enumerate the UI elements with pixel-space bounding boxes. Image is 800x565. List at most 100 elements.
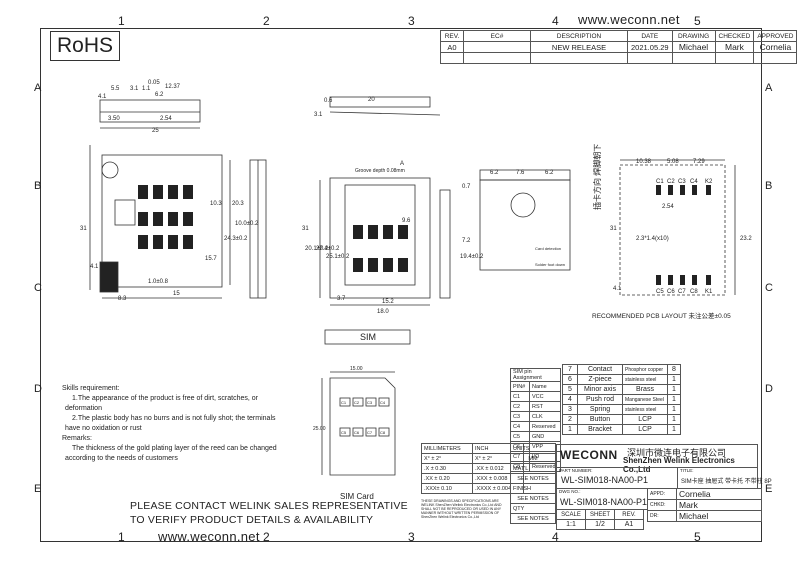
- sim-card-pad: [378, 427, 390, 437]
- pcb-pin-label: C1: [656, 179, 664, 185]
- dim-text: 20.3: [232, 201, 244, 207]
- dim-text: 15: [173, 291, 180, 297]
- sim-card-dim: 25.00: [313, 426, 326, 432]
- revision-table: REV. EC# DESCRIPTION DATE DRAWING CHECKE…: [440, 30, 798, 64]
- pcb-pin-label: C4: [690, 179, 698, 185]
- dim-text: 4.1: [90, 264, 99, 270]
- qty-label: QTY: [510, 503, 556, 514]
- website-bottom[interactable]: www.weconn.net: [158, 529, 260, 544]
- col-num-bottom-1: 1: [118, 530, 125, 544]
- notes-line: The thickness of the gold plating layer …: [72, 445, 277, 452]
- pcb-pad-top: [706, 185, 711, 195]
- note-solder-foot: Solder foot down: [535, 262, 565, 267]
- tol-head-mm: MILLIMETERS: [421, 443, 473, 454]
- tolerance-table: MILLIMETERS INCH X° ± 2°X° ± 2° .X ± 0.3…: [421, 443, 524, 494]
- pcb-pin-label: C5: [656, 289, 664, 295]
- dim-text: 3.1: [314, 112, 323, 118]
- contact-pad: [153, 185, 163, 199]
- sim-pad-label: C2: [354, 400, 360, 405]
- front-view-circle: [101, 161, 119, 179]
- dim-text: 4.1: [98, 94, 107, 100]
- contact-pad: [138, 212, 148, 226]
- col-num-top-3: 3: [408, 14, 415, 28]
- row-letter-right-a: A: [765, 82, 773, 94]
- pcb-caption: RECOMMENDED PCB LAYOUT 未注公差±0.05: [592, 311, 731, 320]
- col-num-bottom-5: 5: [694, 530, 701, 544]
- sim-card-pad: [378, 397, 390, 407]
- company-brand: WECONN: [560, 448, 618, 462]
- matl-value: SEE NOTES: [510, 473, 556, 484]
- sheet-label: SHEET: [585, 509, 615, 520]
- dwg-value: WL-SIM018-NA00-P1: [560, 497, 648, 507]
- pcb-dim-text: 31: [610, 226, 617, 232]
- table-row: .XXX± 0.10.XXXX ± 0.004: [421, 483, 524, 494]
- dim-text: 18.0: [377, 309, 389, 315]
- contact-pad: [168, 185, 178, 199]
- pcb-pin-label: C2: [667, 179, 675, 185]
- disclaimer-text: THESE DRAWINGS AND SPECIFICATIONS ARE WE…: [421, 499, 502, 519]
- notes-line: 2.The plastic body has no burrs and is n…: [72, 415, 276, 422]
- top-view-body: [99, 99, 201, 123]
- dim-text: 8.3: [118, 296, 127, 302]
- row-letter-left-e: E: [34, 483, 42, 495]
- notes-line: 1.The appearance of the product is free …: [72, 395, 258, 402]
- front-view-bracket: [99, 261, 119, 293]
- dim-text: 7.6: [516, 170, 525, 176]
- dim-text: Groove depth 0.08mm: [355, 168, 405, 174]
- finish-value: SEE NOTES: [510, 493, 556, 504]
- detector-hole: [510, 192, 536, 218]
- pcb-pad-bottom: [668, 275, 673, 285]
- card-view-inner: [344, 184, 416, 286]
- title-value: SIM卡座 抽屉式 带卡托 不带柱 8P: [681, 479, 772, 485]
- rohs-logo: RoHS: [50, 31, 120, 61]
- contact-pad: [138, 185, 148, 199]
- scale-table: SCALE SHEET REV. 1:1 1/2 A1: [556, 509, 644, 530]
- contact-pad: [168, 212, 178, 226]
- units-value: MM: [510, 453, 556, 464]
- col-num-bottom-3: 3: [408, 530, 415, 544]
- website-top[interactable]: www.weconn.net: [578, 12, 680, 27]
- dwg-label: DWG NO.:: [559, 489, 581, 494]
- dim-text: 6.2: [490, 170, 499, 176]
- notes-title: Skills requirement:: [62, 385, 120, 392]
- dim-text: 1.0±0.8: [148, 279, 169, 285]
- contact-pad: [183, 212, 193, 226]
- dr-label: DR:: [647, 510, 677, 522]
- note-card-detection: Card detection: [535, 246, 561, 251]
- company-block: WECONN 深圳市微连电子有限公司 ShenZhen Welink Elect…: [556, 444, 758, 474]
- dim-text: 6.2: [155, 92, 164, 98]
- notes-line: according to the needs of customers: [65, 455, 178, 462]
- contact-line-2: TO VERIFY PRODUCT DETAILS & AVAILABILITY: [130, 514, 374, 526]
- sim-card-pad: [365, 397, 377, 407]
- pcb-pin-label: C3: [678, 179, 686, 185]
- pcb-dim-text: 5.08: [667, 159, 679, 165]
- pcb-pad-bottom: [656, 275, 661, 285]
- sim-pad-label: C3: [367, 400, 373, 405]
- appd-label: APPD:: [647, 488, 677, 500]
- top-mid-view-line: [329, 111, 441, 116]
- dim-text: A: [400, 161, 404, 167]
- sim-card-pad: [339, 397, 351, 407]
- dim-text: 24.3±0.2: [224, 236, 248, 242]
- dim-text: 25.1±0.2: [326, 254, 350, 260]
- card-view-body: [329, 177, 431, 299]
- pcb-pad-bottom: [692, 275, 697, 285]
- row-letter-right-c: C: [765, 282, 773, 294]
- pin-header-name: Name: [529, 381, 561, 392]
- dim-text: 15.2: [382, 299, 394, 305]
- sim-card-dim: 15.00: [350, 366, 363, 372]
- card-pad: [398, 258, 408, 272]
- pin-header-pin: PIN#: [510, 381, 530, 392]
- dim-text: 9.6: [402, 218, 411, 224]
- row-letter-right-b: B: [765, 180, 773, 192]
- col-num-top-1: 1: [118, 14, 125, 28]
- table-row: .XX ± 0.20.XXX ± 0.008: [421, 473, 524, 484]
- appd-value: Cornelia: [676, 488, 762, 500]
